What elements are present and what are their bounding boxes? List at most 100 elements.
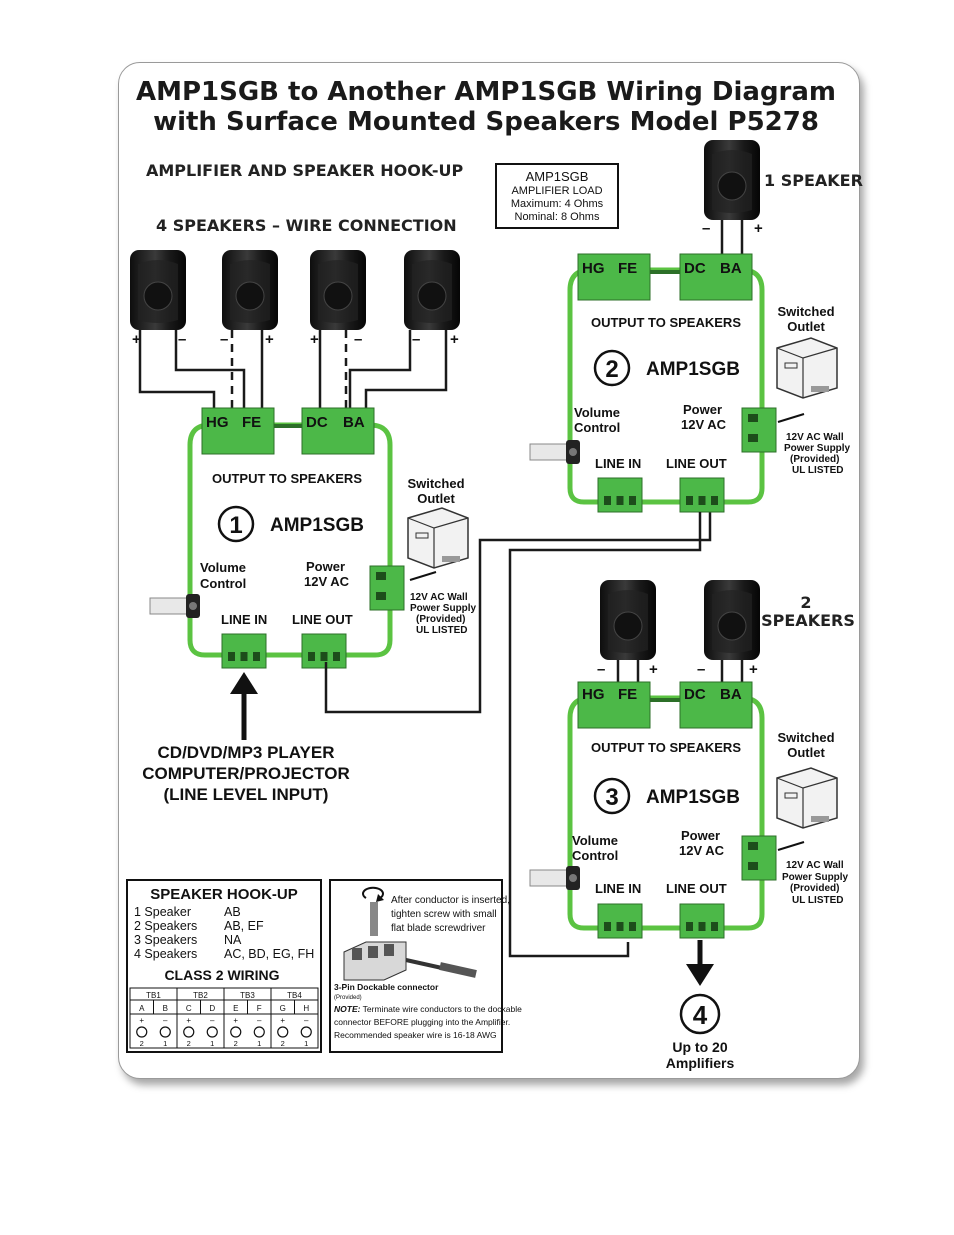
- tb-screw-icon: [136, 1026, 148, 1038]
- amp1-output-label: OUTPUT TO SPEAKERS: [212, 471, 362, 486]
- amplifier-3: HG FE DC BA OUTPUT TO SPEAKERS 3 AMP1SGB…: [529, 681, 777, 939]
- load-box-line2: Maximum: 4 Ohms: [511, 198, 604, 210]
- amp2-terminal-fe: FE: [618, 260, 637, 277]
- svg-text:+: +: [749, 661, 758, 678]
- tb-header: TB3: [240, 991, 255, 1000]
- hookup-row-value: AB, EF: [224, 919, 264, 933]
- amp2-volume-label-2: Control: [574, 420, 620, 435]
- amp3-terminal-ba: BA: [720, 686, 742, 703]
- amp1-volume-knob-icon[interactable]: [149, 593, 201, 619]
- hookup-row-value: NA: [224, 933, 242, 947]
- tb-number: 1: [304, 1039, 308, 1048]
- amp2-line-in-label: LINE IN: [595, 456, 641, 471]
- connector-note-line2: tighten screw with small: [391, 909, 497, 920]
- amp1-line-in-terminal[interactable]: [221, 633, 267, 669]
- svg-text:+: +: [265, 331, 274, 348]
- hookup-row-label: 3 Speakers: [134, 933, 197, 947]
- amp2-line-in-terminal[interactable]: [597, 477, 643, 513]
- tb-sign: –: [257, 1016, 262, 1025]
- outlet-icon: [407, 507, 469, 569]
- tb-sign: –: [163, 1016, 168, 1025]
- svg-text:(Provided): (Provided): [790, 454, 839, 465]
- title-line-1: AMP1SGB to Another AMP1SGB Wiring Diagra…: [136, 77, 836, 107]
- speaker-3-icon: [309, 249, 367, 331]
- chain-end-line-2: Amplifiers: [666, 1055, 735, 1071]
- two-speakers-heading-number: 2: [800, 593, 811, 612]
- tb-number: 2: [281, 1039, 285, 1048]
- tb-number: 1: [257, 1039, 261, 1048]
- amp2-line-out-terminal[interactable]: [679, 477, 725, 513]
- svg-text:Outlet: Outlet: [787, 319, 825, 334]
- amp1-volume-label-2: Control: [200, 576, 246, 591]
- connector-note-body-2: connector BEFORE plugging into the Ampli…: [334, 1017, 510, 1027]
- amp2-line-out-label: LINE OUT: [666, 456, 727, 471]
- tb-screw-icon: [230, 1026, 242, 1038]
- speaker-2-icon: [221, 249, 279, 331]
- tb-letter: B: [163, 1004, 168, 1013]
- amp3-power-label-2: 12V AC: [679, 843, 725, 858]
- amp2-volume-knob-icon[interactable]: [529, 439, 581, 465]
- amp2-terminal-hg: HG: [582, 260, 605, 277]
- hookup-row-label: 4 Speakers: [134, 947, 197, 961]
- hookup-row-value: AC, BD, EG, FH: [224, 947, 314, 961]
- amp1-switched-outlet: Switched Outlet 12V AC Wall Power Supply…: [407, 476, 477, 636]
- tb-number: 2: [234, 1039, 238, 1048]
- amp3-line-in-terminal[interactable]: [597, 903, 643, 939]
- svg-text:UL LISTED: UL LISTED: [792, 895, 843, 906]
- amp1-power-label-2: 12V AC: [304, 574, 350, 589]
- amp3-volume-knob-icon[interactable]: [529, 865, 581, 891]
- tb-sign: –: [304, 1016, 309, 1025]
- amp2-power-label-1: Power: [683, 402, 722, 417]
- outlet-icon: [776, 337, 838, 399]
- single-speaker-minus: –: [702, 220, 710, 237]
- svg-text:–: –: [354, 331, 362, 348]
- svg-text:+: +: [310, 331, 319, 348]
- svg-text:Power Supply: Power Supply: [410, 603, 477, 614]
- amp1-number: 1: [229, 512, 242, 539]
- load-box-line1: AMPLIFIER LOAD: [511, 185, 602, 197]
- amp2-terminal-dc: DC: [684, 260, 706, 277]
- speaker-hookup-table: SPEAKER HOOK-UP 1 Speaker AB 2 Speakers …: [126, 879, 322, 1053]
- tb-sign: +: [233, 1016, 238, 1025]
- svg-text:–: –: [412, 331, 420, 348]
- svg-text:Switched: Switched: [777, 304, 834, 319]
- svg-text:–: –: [697, 661, 705, 678]
- hookup-table-title: SPEAKER HOOK-UP: [150, 886, 298, 903]
- link-wire-amp2-amp3: [508, 512, 702, 958]
- dockable-connector-icon: [343, 941, 477, 981]
- tb-screw-icon: [183, 1026, 195, 1038]
- svg-text:–: –: [220, 331, 228, 348]
- one-speaker-heading: 1 SPEAKER: [764, 171, 863, 190]
- svg-text:12V AC Wall: 12V AC Wall: [410, 592, 468, 603]
- amp2-power-label-2: 12V AC: [681, 417, 727, 432]
- four-speaker-wires: [138, 330, 448, 412]
- amplifier-1: HG FE DC BA OUTPUT TO SPEAKERS 1 AMP1SGB…: [149, 407, 405, 669]
- amp2-terminal-ba: BA: [720, 260, 742, 277]
- svg-text:+: +: [132, 331, 141, 348]
- amp1-terminal-ba: BA: [343, 414, 365, 431]
- tb-screw-icon: [253, 1026, 265, 1038]
- connector-caption-1: 3-Pin Dockable connector: [334, 982, 439, 992]
- amp1-volume-label-1: Volume: [200, 560, 246, 575]
- amp3-line-out-terminal[interactable]: [679, 903, 725, 939]
- chain-end-line-1: Up to 20: [672, 1039, 727, 1055]
- svg-text:UL LISTED: UL LISTED: [792, 465, 843, 476]
- amp3-model: AMP1SGB: [646, 787, 740, 808]
- speaker-pair-1-icon: [599, 579, 657, 661]
- svg-text:(Provided): (Provided): [790, 883, 839, 894]
- tb-number: 2: [187, 1039, 191, 1048]
- tb-screw-icon: [277, 1026, 289, 1038]
- svg-text:Outlet: Outlet: [787, 745, 825, 760]
- amp3-number: 3: [605, 784, 618, 811]
- connector-note-body-3: Recommended speaker wire is 16-18 AWG: [334, 1030, 497, 1040]
- tb-header: TB1: [146, 991, 161, 1000]
- chain-arrow-icon: [686, 940, 714, 986]
- svg-text:(Provided): (Provided): [416, 614, 465, 625]
- amp2-switched-outlet: Switched Outlet 12V AC Wall Power Supply…: [776, 304, 851, 476]
- amp2-number: 2: [605, 356, 618, 383]
- amp1-terminal-hg: HG: [206, 414, 229, 431]
- hookup-row-label: 1 Speaker: [134, 905, 191, 919]
- connector-note-box: After conductor is inserted, tighten scr…: [329, 879, 522, 1053]
- amp1-line-out-terminal[interactable]: [301, 633, 347, 669]
